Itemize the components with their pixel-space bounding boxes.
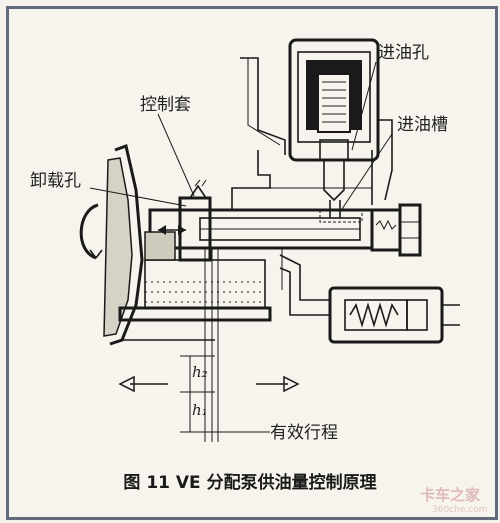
delivery-valve bbox=[370, 203, 422, 257]
outlet-valve-holder bbox=[279, 248, 460, 344]
plunger-direction-arrow bbox=[158, 225, 186, 235]
watermark-logo: 卡车之家 bbox=[420, 486, 480, 504]
solenoid-valve bbox=[288, 38, 380, 202]
label-h1: h₁ bbox=[192, 401, 208, 419]
pump-housing bbox=[231, 57, 393, 210]
label-inlet-groove: 进油槽 bbox=[397, 115, 448, 135]
plunger-assembly bbox=[148, 179, 374, 262]
label-inlet-hole: 进油孔 bbox=[378, 43, 429, 63]
label-effective-stroke: 有效行程 bbox=[270, 423, 338, 443]
figure-border bbox=[6, 6, 498, 520]
stroke-reference-lines bbox=[180, 248, 262, 442]
movement-arrows bbox=[118, 375, 300, 393]
label-unload-hole: 卸载孔 bbox=[30, 171, 81, 191]
label-h2: h₂ bbox=[192, 363, 208, 381]
cam-plate bbox=[79, 144, 144, 346]
watermark-url: 360che.com bbox=[432, 505, 487, 515]
label-control-sleeve: 控制套 bbox=[140, 95, 191, 115]
leader-lines bbox=[89, 61, 393, 433]
figure-caption: 图 11 VE 分配泵供油量控制原理 bbox=[123, 472, 376, 493]
